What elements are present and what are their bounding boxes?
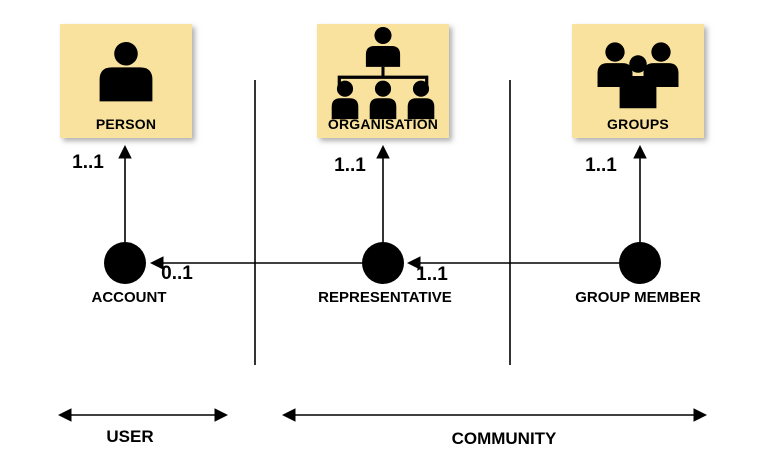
entity-box-groups: GROUPS (572, 24, 704, 138)
node-label-group-member: GROUP MEMBER (575, 289, 701, 306)
people-group-icon (597, 42, 679, 109)
entity-label-organisation: ORGANISATION (327, 116, 439, 132)
zone-label-community: COMMUNITY (451, 429, 557, 448)
node-label-representative: REPRESENTATIVE (318, 289, 452, 306)
cardinality-representative-organisation: 1..1 (334, 155, 366, 176)
zone-label-user: USER (106, 427, 154, 446)
cardinality-representative-account: 0..1 (161, 263, 193, 284)
organisation-hierarchy-icon (331, 26, 435, 120)
node-account (104, 242, 146, 284)
zone-divider-lines (254, 80, 511, 365)
node-group-member (619, 242, 661, 284)
relation-arrows (118, 144, 647, 270)
entity-label-person: PERSON (95, 116, 157, 132)
cardinality-groupmember-groups: 1..1 (585, 155, 617, 176)
cardinality-account-person: 1..1 (72, 152, 104, 173)
node-label-account: ACCOUNT (91, 289, 167, 306)
entity-box-organisation: ORGANISATION (317, 24, 449, 138)
entity-box-person: PERSON (60, 24, 192, 138)
cardinality-groupmember-representative: 1..1 (416, 264, 448, 285)
node-representative (362, 242, 404, 284)
entity-label-groups: GROUPS (607, 116, 669, 132)
person-icon (99, 41, 153, 102)
